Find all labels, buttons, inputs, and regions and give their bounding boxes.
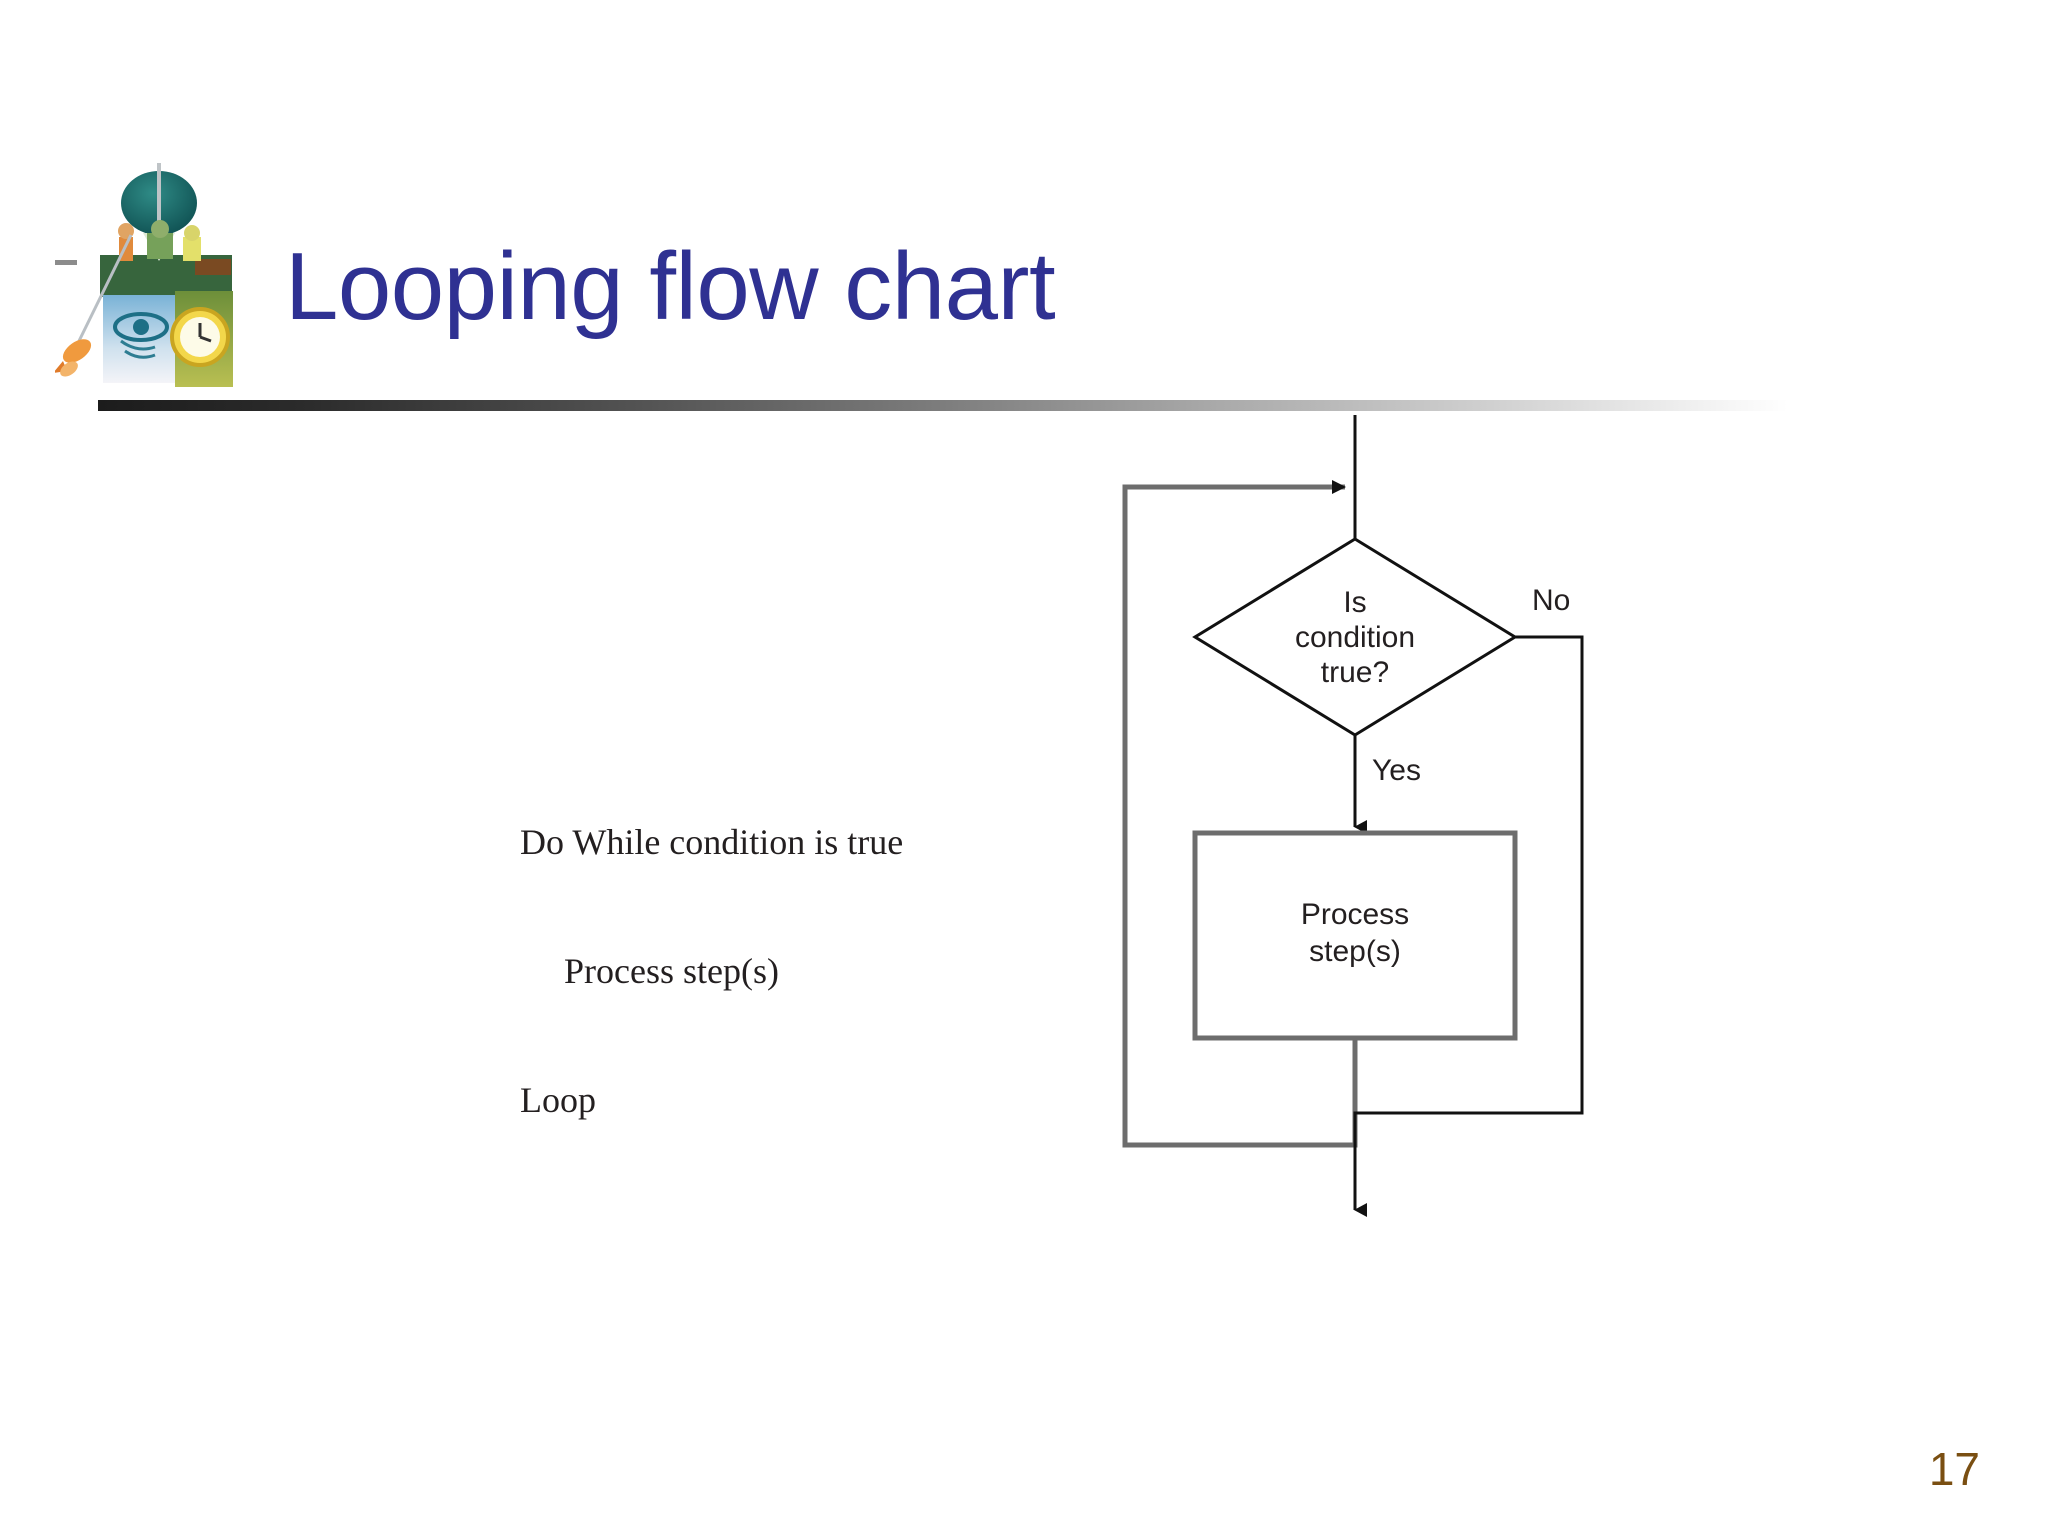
process-box [1192,830,1518,1041]
process-label-line-2: step(s) [1309,935,1401,968]
fishing-eye-clock-collage-icon [55,155,240,395]
pseudocode-line-1: Do While condition is true [520,822,904,862]
looping-flowchart-diagram: Is condition true? Yes Process step(s) N… [1100,415,1840,1345]
no-label: No [1532,584,1570,617]
slide-header: Looping flow chart [0,0,2048,430]
pseudocode-line-3: Loop [520,1080,596,1120]
no-connector [1353,635,1584,1217]
title-underline-rule [98,400,1788,411]
loop-back-connector [1122,480,1358,1148]
process-label-line-1: Process [1301,898,1409,931]
page-number: 17 [1928,1443,1980,1495]
decision-label-line-3: true? [1321,656,1389,689]
yes-label: Yes [1372,754,1421,787]
decision-label-line-1: Is [1343,586,1366,619]
do-while-loop-pseudocode: Do While condition is true Process step(… [520,735,903,1208]
page-title: Looping flow chart [285,233,1056,340]
pseudocode-line-2: Process step(s) [564,951,779,991]
decision-label-line-2: condition [1295,621,1415,654]
